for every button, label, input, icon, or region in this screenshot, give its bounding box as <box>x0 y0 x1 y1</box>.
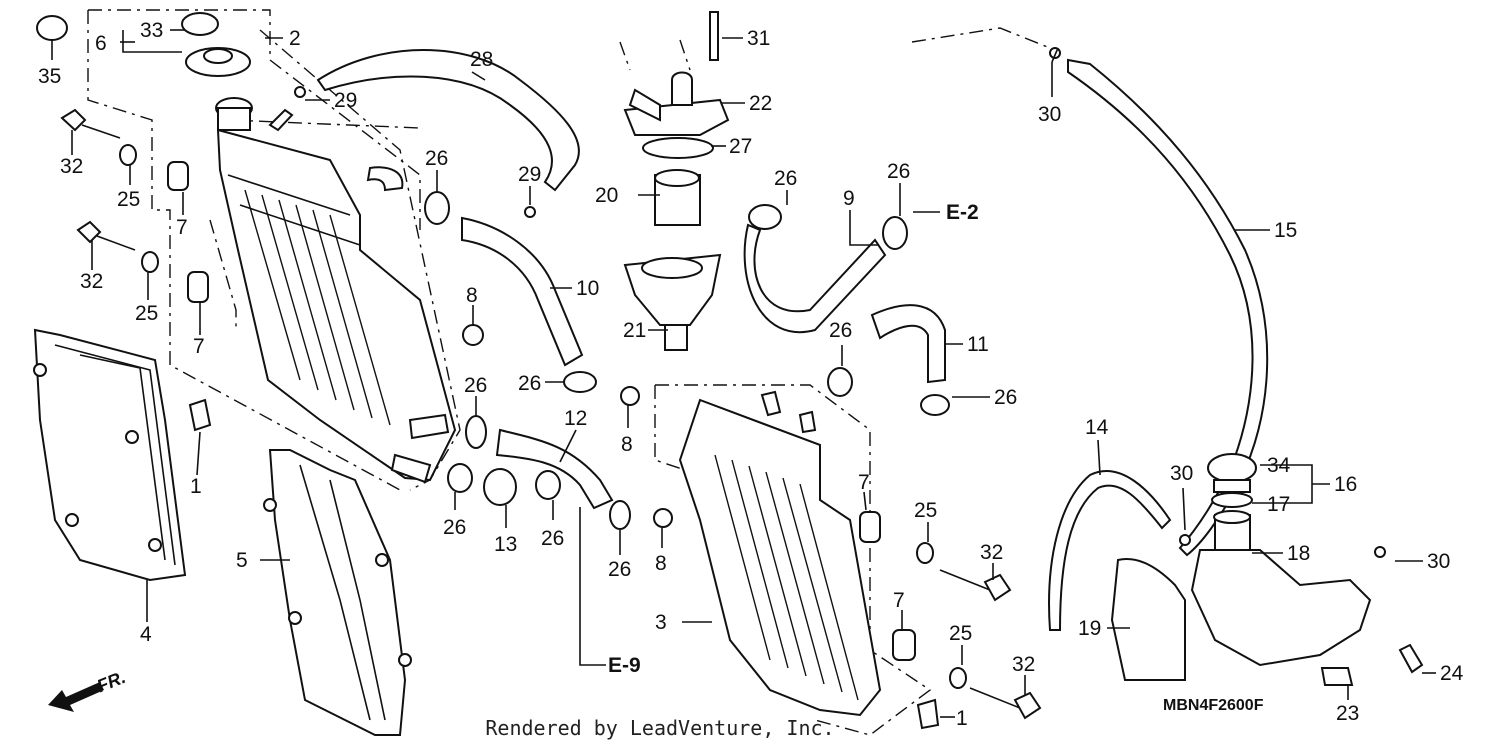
callout-3: 3 <box>655 611 667 634</box>
callout-27: 27 <box>729 135 752 158</box>
ref-e2: E-2 <box>946 201 979 224</box>
thermostat-housing <box>623 11 730 351</box>
callout-34: 34 <box>1267 454 1291 477</box>
ref-e9: E-9 <box>608 654 641 677</box>
callout-25: 25 <box>117 188 140 211</box>
radiator-shroud-4 <box>33 328 187 582</box>
callout-7: 7 <box>858 471 870 494</box>
callout-29: 29 <box>518 163 541 186</box>
reserve-tank <box>1110 453 1424 686</box>
callout-23: 23 <box>1336 702 1359 725</box>
credit-line: Rendered by LeadVenture, Inc. <box>0 716 1500 740</box>
callout-4: 4 <box>140 623 152 646</box>
callout-17: 17 <box>1267 493 1290 516</box>
callout-7: 7 <box>893 589 905 612</box>
callout-7: 7 <box>193 335 205 358</box>
callout-26: 26 <box>464 374 487 397</box>
callout-32: 32 <box>60 155 83 178</box>
radiator-right <box>678 390 882 717</box>
callout-15: 15 <box>1274 219 1297 242</box>
callout-1: 1 <box>956 707 968 730</box>
callout-8: 8 <box>621 433 633 456</box>
callout-25: 25 <box>914 499 937 522</box>
hoses <box>316 49 1269 631</box>
callout-26: 26 <box>443 516 466 539</box>
leader-lines <box>51 29 1436 718</box>
callout-20: 20 <box>595 184 618 207</box>
radiator-shroud-5 <box>263 449 412 736</box>
callout-26: 26 <box>541 527 564 550</box>
callout-35: 35 <box>38 65 61 88</box>
callout-16: 16 <box>1334 473 1357 496</box>
callout-22: 22 <box>749 92 772 115</box>
credit-text: Rendered by LeadVenture, Inc. <box>485 716 835 740</box>
callout-31: 31 <box>747 27 770 50</box>
callout-1: 1 <box>190 475 202 498</box>
bracket-parts <box>188 398 940 730</box>
front-direction-arrow <box>48 682 104 712</box>
callout-25: 25 <box>135 302 158 325</box>
diagram-part-code: MBN4F2600F <box>1163 697 1264 714</box>
callout-26: 26 <box>425 147 448 170</box>
callout-24: 24 <box>1440 662 1464 685</box>
callout-labels: 35 6 33 2 32 25 7 32 25 7 1 4 5 29 28 29… <box>38 19 1464 730</box>
callout-32: 32 <box>80 270 103 293</box>
callout-26: 26 <box>829 319 852 342</box>
callout-26: 26 <box>887 160 910 183</box>
callout-25: 25 <box>949 622 972 645</box>
callout-8: 8 <box>466 284 478 307</box>
callout-7: 7 <box>176 216 188 239</box>
callout-30: 30 <box>1170 462 1193 485</box>
callout-5: 5 <box>236 549 248 572</box>
callout-19: 19 <box>1078 617 1101 640</box>
callout-32: 32 <box>1012 653 1035 676</box>
callout-30: 30 <box>1038 103 1061 126</box>
callout-18: 18 <box>1287 542 1310 565</box>
callout-28: 28 <box>470 48 493 71</box>
callout-29: 29 <box>334 89 357 112</box>
radiator-left <box>215 97 457 484</box>
callout-2: 2 <box>289 27 301 50</box>
front-label: FR. <box>94 667 128 696</box>
callout-26: 26 <box>774 167 797 190</box>
callout-26: 26 <box>608 558 631 581</box>
callout-9: 9 <box>843 187 855 210</box>
callout-32: 32 <box>980 541 1003 564</box>
callout-11: 11 <box>967 333 989 356</box>
callout-26: 26 <box>518 372 541 395</box>
callout-6: 6 <box>95 32 107 55</box>
callout-8: 8 <box>655 552 667 575</box>
bolts-washers-grommets <box>60 108 1042 720</box>
callout-21: 21 <box>623 319 646 342</box>
callout-13: 13 <box>494 533 517 556</box>
radiator-cap-parts <box>36 12 251 77</box>
callout-26: 26 <box>994 386 1017 409</box>
callout-14: 14 <box>1085 416 1109 439</box>
callout-33: 33 <box>140 19 163 42</box>
callout-30: 30 <box>1427 550 1450 573</box>
callout-12: 12 <box>564 407 587 430</box>
callout-10: 10 <box>576 277 599 300</box>
